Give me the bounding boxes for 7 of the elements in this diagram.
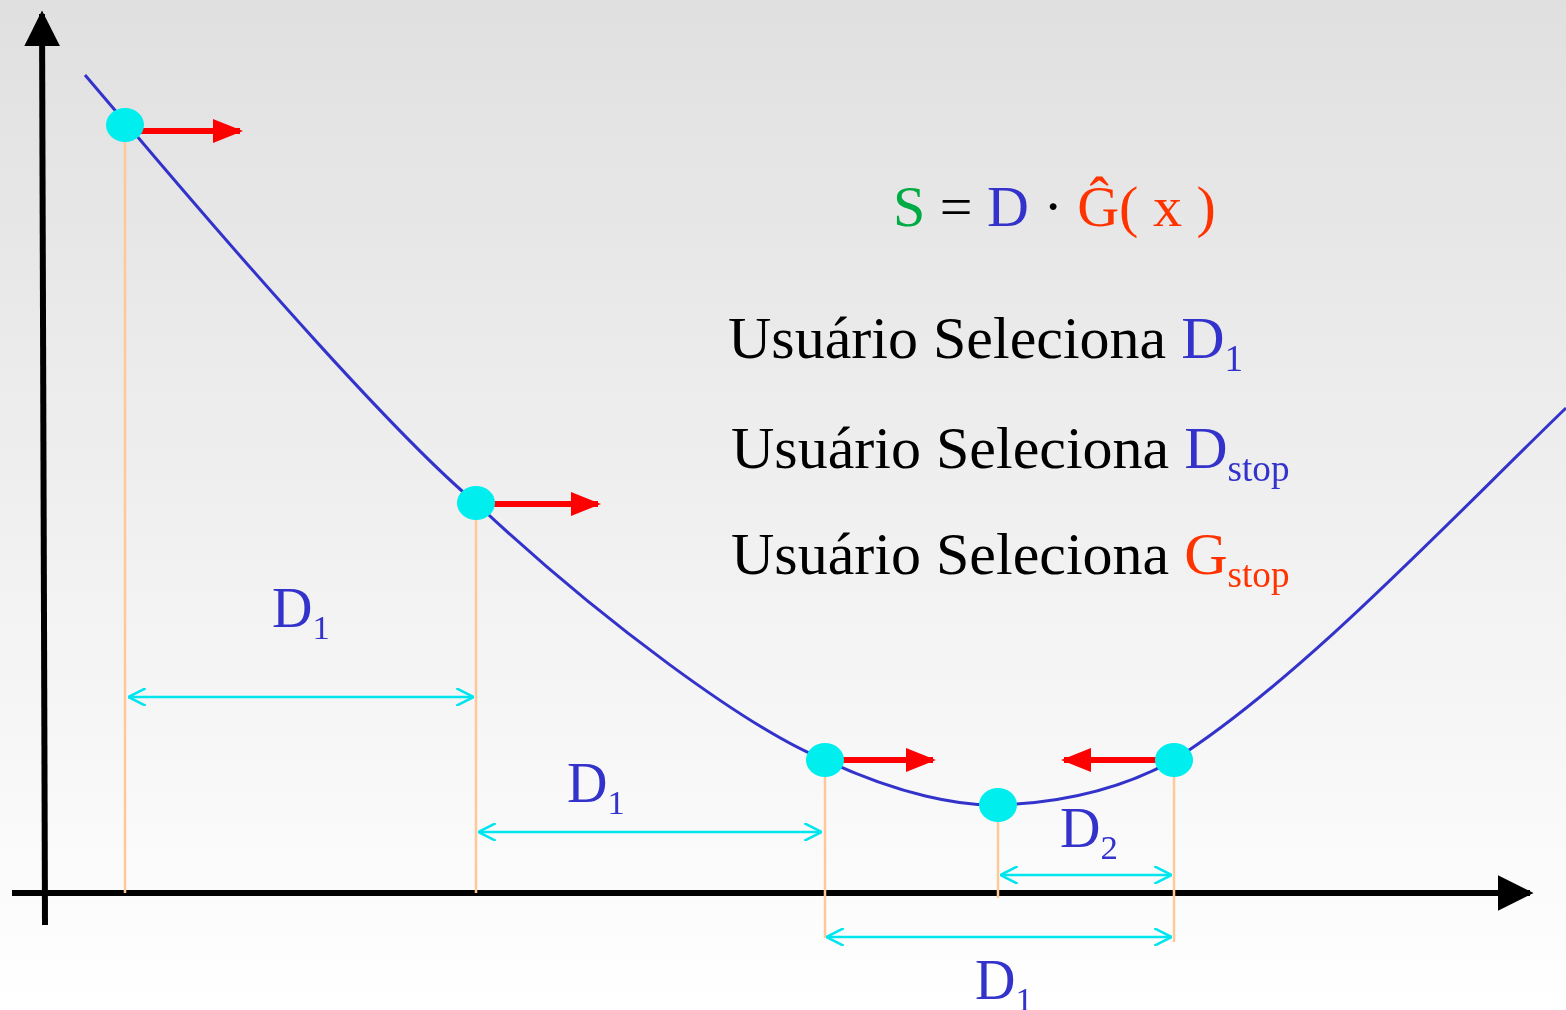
formula: S = D · Ĝ( x ) [893, 178, 1216, 236]
dimension-label: D$_{1}$ [272, 580, 330, 646]
annotation-text: Usuário Seleciona D$_{stop}$ [731, 418, 1290, 488]
dimension-label: D$_{1}$ [567, 755, 625, 821]
annotation-text: Usuário Seleciona D$_{1}$ [728, 308, 1244, 378]
annotation-text: Usuário Seleciona G$_{stop}$ [731, 524, 1290, 594]
dimension-label: D$_{2}$ [1060, 800, 1118, 866]
